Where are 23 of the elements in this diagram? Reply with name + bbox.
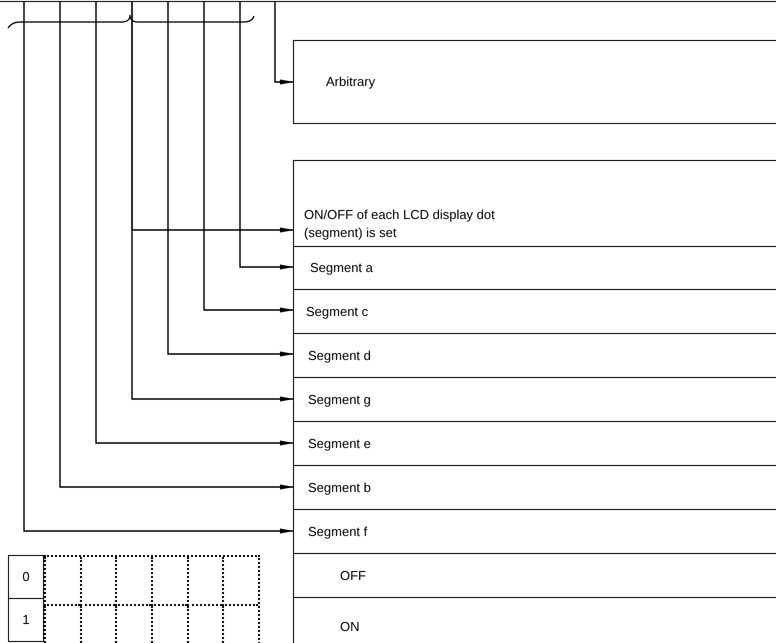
row-text: Segment d (308, 346, 372, 364)
arrow (239, 2, 294, 270)
row-text: Segment g (308, 390, 372, 408)
arrow (95, 2, 294, 446)
arrow (167, 2, 294, 356)
arrow (274, 2, 294, 84)
row-text: Segment c (306, 302, 370, 320)
arrow (23, 2, 294, 534)
row-text: OFF (340, 566, 367, 584)
bit-cell: 0 (8, 555, 44, 599)
row-text: Segment b (308, 478, 372, 496)
row-text: ON/OFF of each LCD display dot (segment) is set (304, 206, 496, 242)
table-row (293, 160, 776, 247)
arrow (131, 2, 294, 402)
row-text: ON (340, 618, 360, 636)
row-text: Segment a (310, 259, 374, 277)
row-text: Segment e (308, 434, 372, 452)
row-text: Arbitrary (326, 73, 376, 91)
arrow (203, 2, 294, 312)
row-text: Segment f (308, 522, 368, 540)
arrow (59, 2, 294, 490)
table-row (293, 40, 776, 124)
bit-cell: 1 (8, 598, 44, 642)
